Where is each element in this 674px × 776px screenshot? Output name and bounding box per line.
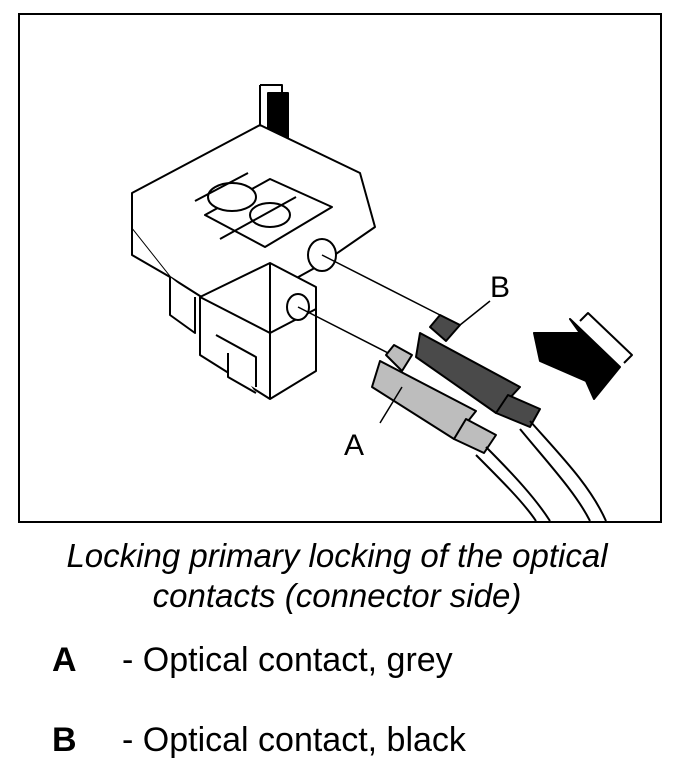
figure-frame: B A (18, 13, 662, 523)
optical-contact-a (371, 344, 551, 521)
callout-b: B (490, 271, 510, 304)
connector-illustration: B A (131, 84, 633, 521)
callout-a: A (344, 429, 364, 462)
legend-text-b: - Optical contact, black (122, 720, 466, 759)
legend-item-b: B - Optical contact, black (52, 718, 466, 762)
legend-key-a: A (52, 640, 77, 679)
caption-line-2: contacts (connector side) (152, 577, 522, 614)
legend-key-b: B (52, 720, 77, 759)
caption-line-1: Locking primary locking of the optical (66, 537, 608, 574)
figure-caption: Locking primary locking of the optical c… (0, 536, 674, 616)
connector-housing (131, 124, 376, 400)
push-in-arrow-icon (533, 312, 633, 400)
legend-text-a: - Optical contact, grey (122, 640, 453, 679)
legend-item-a: A - Optical contact, grey (52, 638, 453, 682)
